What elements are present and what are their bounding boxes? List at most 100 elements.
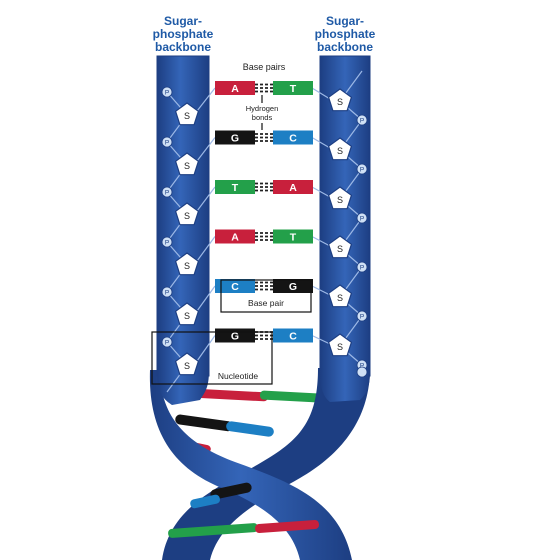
left-phosphate-label: P — [165, 290, 169, 297]
left-header-line-2: phosphate — [152, 27, 214, 41]
right-sugar-pentagon — [327, 186, 353, 210]
base-pairs-label: Base pairs — [243, 62, 286, 72]
helix-rung-front-4 — [255, 520, 320, 533]
helix-strand-front — [149, 370, 352, 560]
right-sugar-label: S — [337, 244, 343, 254]
right-phosphate-label: P — [360, 167, 364, 174]
left-phosphate-circle — [161, 186, 173, 198]
helix-rung-front-2 — [190, 494, 220, 509]
right-sugar-pentagon — [327, 284, 353, 308]
right-sugar-label: S — [337, 146, 343, 156]
right-phosphate-circle — [356, 212, 368, 224]
right-base-letter: G — [289, 281, 297, 293]
left-sugar-label: S — [184, 161, 190, 171]
backbone-links — [166, 70, 363, 393]
sugar-base-link — [311, 235, 331, 247]
right-base-letter: T — [290, 232, 297, 244]
right-sugar-pentagon — [327, 88, 353, 112]
right-phosphate-circle — [356, 310, 368, 322]
right-base — [273, 229, 313, 244]
left-backbone-header: Sugar- phosphate backbone — [128, 15, 238, 54]
right-base-letter: A — [289, 182, 297, 194]
sugar-base-link — [196, 137, 216, 162]
helix-rung-back-3 — [175, 414, 233, 432]
nucleotide-highlight-box — [151, 331, 273, 385]
right-sugar-label: S — [337, 97, 343, 107]
right-base — [273, 279, 313, 293]
right-base — [273, 81, 313, 95]
helix-rung-front-1 — [210, 482, 252, 500]
sugar-base-link — [196, 335, 216, 362]
right-base — [273, 328, 313, 343]
left-base — [215, 279, 255, 293]
right-phosphate-circle — [356, 261, 368, 273]
left-sugar-pentagon — [174, 352, 200, 376]
hydrogen-bonds-label-line-2: bonds — [252, 113, 273, 122]
right-header-line-2: phosphate — [314, 27, 376, 41]
right-phosphate-label: P — [360, 265, 364, 272]
right-backbone-bottom — [320, 370, 370, 402]
left-base — [215, 229, 255, 244]
left-sugar-pentagon — [174, 152, 200, 176]
sugar-base-link — [196, 87, 216, 112]
left-sugar-label: S — [184, 261, 190, 271]
right-phosphate-label: P — [360, 363, 364, 370]
right-sugar-label: S — [337, 293, 343, 303]
left-base-letter: G — [231, 331, 239, 343]
base-pair-highlight-box — [220, 279, 312, 313]
nucleotide-label: Nucleotide — [218, 371, 258, 381]
left-base — [215, 180, 255, 194]
right-phosphate-circle — [356, 163, 368, 175]
left-header-line-1: Sugar- — [163, 14, 202, 28]
sugar-base-link — [311, 87, 331, 100]
helix-rung-back-4 — [226, 421, 274, 437]
right-base — [273, 180, 313, 194]
left-sugar-label: S — [184, 361, 190, 371]
left-sugar-label: S — [184, 311, 190, 321]
helix-rung-front-3 — [168, 523, 258, 538]
left-phosphate-label: P — [165, 240, 169, 247]
left-sugar-pentagon — [174, 252, 200, 276]
left-base-letter: A — [231, 232, 239, 244]
right-backbone-header: Sugar- phosphate backbone — [290, 15, 400, 54]
left-base — [215, 130, 255, 145]
left-phosphate-circle — [161, 336, 173, 348]
right-sugar-pentagon — [327, 137, 353, 161]
right-phosphate-label: P — [360, 118, 364, 125]
left-base — [215, 81, 255, 95]
sugar-base-link — [311, 136, 331, 149]
left-sugar-label: S — [184, 211, 190, 221]
right-base-letter: T — [290, 83, 297, 95]
helix-strand-back — [162, 368, 370, 560]
right-sugar-pentagon — [327, 235, 353, 259]
left-base-letter: G — [231, 133, 239, 145]
right-base — [273, 130, 313, 145]
left-base-letter: C — [231, 281, 239, 293]
right-sugar-pentagon — [327, 333, 353, 357]
sugar-base-link — [311, 186, 331, 198]
left-phosphate-label: P — [165, 340, 169, 347]
left-sugar-pentagon — [174, 202, 200, 226]
left-base-letter: T — [232, 182, 239, 194]
left-phosphate-label: P — [165, 90, 169, 97]
left-sugar-label: S — [184, 111, 190, 121]
left-base-letter: A — [231, 83, 239, 95]
right-base-letter: C — [289, 331, 297, 343]
base-pair-label: Base pair — [248, 298, 284, 308]
helix-rung-back-2 — [259, 390, 325, 403]
sugar-base-link — [311, 334, 331, 345]
left-backbone-bottom — [157, 370, 209, 405]
sugar-base-link — [196, 236, 216, 262]
left-phosphate-label: P — [165, 190, 169, 197]
left-phosphate-circle — [161, 286, 173, 298]
sugar-base-link — [311, 285, 331, 296]
left-phosphate-circle — [161, 136, 173, 148]
